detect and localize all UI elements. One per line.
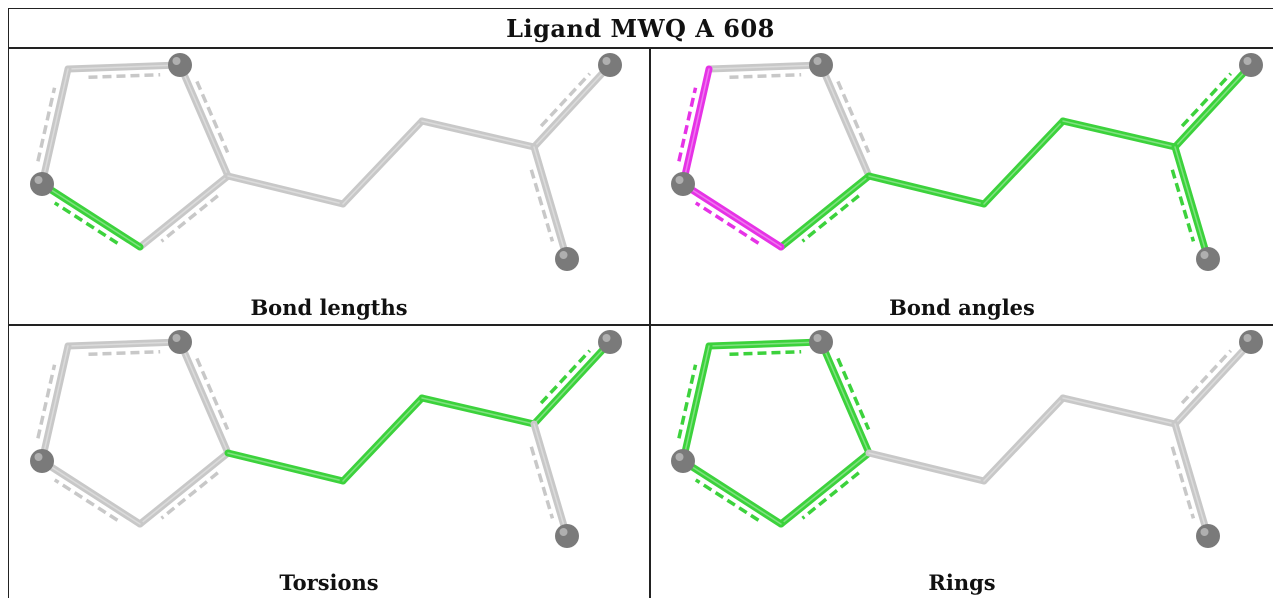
bond-C1-C2 — [64, 338, 184, 357]
bond-C1-C2 — [705, 61, 825, 80]
bond-C5-C4 — [777, 172, 873, 251]
atom-C2 — [809, 53, 833, 77]
atom-C3 — [671, 449, 695, 473]
bond-C6-C7 — [339, 117, 426, 208]
bond-C6-C7 — [980, 394, 1067, 485]
bond-C4-C3 — [38, 457, 144, 528]
bond-C7-C8 — [1059, 394, 1179, 428]
bond-C8-C9 — [530, 61, 614, 151]
bond-C2-C5 — [817, 61, 873, 180]
bond-C5-C4 — [777, 449, 873, 528]
bond-C1-C2 — [64, 61, 184, 80]
bond-C1-C2 — [705, 338, 825, 357]
bond-C2-C5 — [176, 338, 232, 457]
atom-C9 — [1239, 330, 1263, 354]
molecule-torsions — [30, 330, 622, 548]
bond-C3-C1 — [36, 342, 72, 465]
bond-C2-C5 — [817, 338, 873, 457]
bond-C8-C10 — [529, 420, 571, 540]
bond-C8-C9 — [530, 338, 614, 428]
caption-bond-angles: Bond angles — [889, 295, 1035, 320]
bond-C6-C7 — [339, 394, 426, 485]
bond-C3-C1 — [36, 65, 72, 188]
atom-C3 — [671, 172, 695, 196]
atom-C2 — [809, 330, 833, 354]
bond-C5-C6 — [224, 449, 347, 485]
bond-C2-C5 — [176, 61, 232, 180]
panel-bond-lengths: Bond lengths — [10, 49, 648, 323]
atom-C10 — [555, 247, 579, 271]
bond-C8-C10 — [1170, 420, 1212, 540]
bond-C6-C7 — [980, 117, 1067, 208]
molecule-rings — [671, 330, 1263, 548]
bond-C8-C9 — [1171, 61, 1255, 151]
bond-C4-C3 — [679, 180, 785, 251]
bond-C8-C10 — [1170, 143, 1212, 263]
atom-C2 — [168, 53, 192, 77]
bond-C5-C6 — [865, 449, 988, 485]
panel-rings: Rings — [651, 326, 1273, 598]
bond-C7-C8 — [418, 394, 538, 428]
bond-C5-C6 — [224, 172, 347, 208]
atom-C10 — [1196, 524, 1220, 548]
atom-C10 — [555, 524, 579, 548]
bond-C7-C8 — [418, 117, 538, 151]
molecule-bond-lengths — [30, 53, 622, 271]
molecule-bond-angles — [671, 53, 1263, 271]
title-divider — [8, 47, 1273, 49]
bond-C5-C6 — [865, 172, 988, 208]
atom-C9 — [1239, 53, 1263, 77]
bond-C4-C3 — [679, 457, 785, 528]
row-divider — [8, 324, 1273, 326]
bond-C5-C4 — [136, 172, 232, 251]
ligand-title: Ligand MWQ A 608 — [506, 13, 775, 43]
bond-C8-C9 — [1171, 338, 1255, 428]
caption-rings: Rings — [928, 570, 996, 595]
atom-C2 — [168, 330, 192, 354]
caption-bond-lengths: Bond lengths — [250, 295, 408, 320]
panel-torsions: Torsions — [10, 326, 648, 598]
column-divider — [649, 47, 651, 598]
atom-C10 — [1196, 247, 1220, 271]
atom-C9 — [598, 53, 622, 77]
bond-C3-C1 — [677, 342, 713, 465]
bond-C8-C10 — [529, 143, 571, 263]
atom-C9 — [598, 330, 622, 354]
bond-C5-C4 — [136, 449, 232, 528]
panel-bond-angles: Bond angles — [651, 49, 1273, 323]
bond-C3-C1 — [677, 65, 713, 188]
bond-C7-C8 — [1059, 117, 1179, 151]
atom-C3 — [30, 172, 54, 196]
caption-torsions: Torsions — [279, 570, 379, 595]
bond-C4-C3 — [38, 180, 144, 251]
atom-C3 — [30, 449, 54, 473]
table-frame — [8, 8, 1273, 598]
